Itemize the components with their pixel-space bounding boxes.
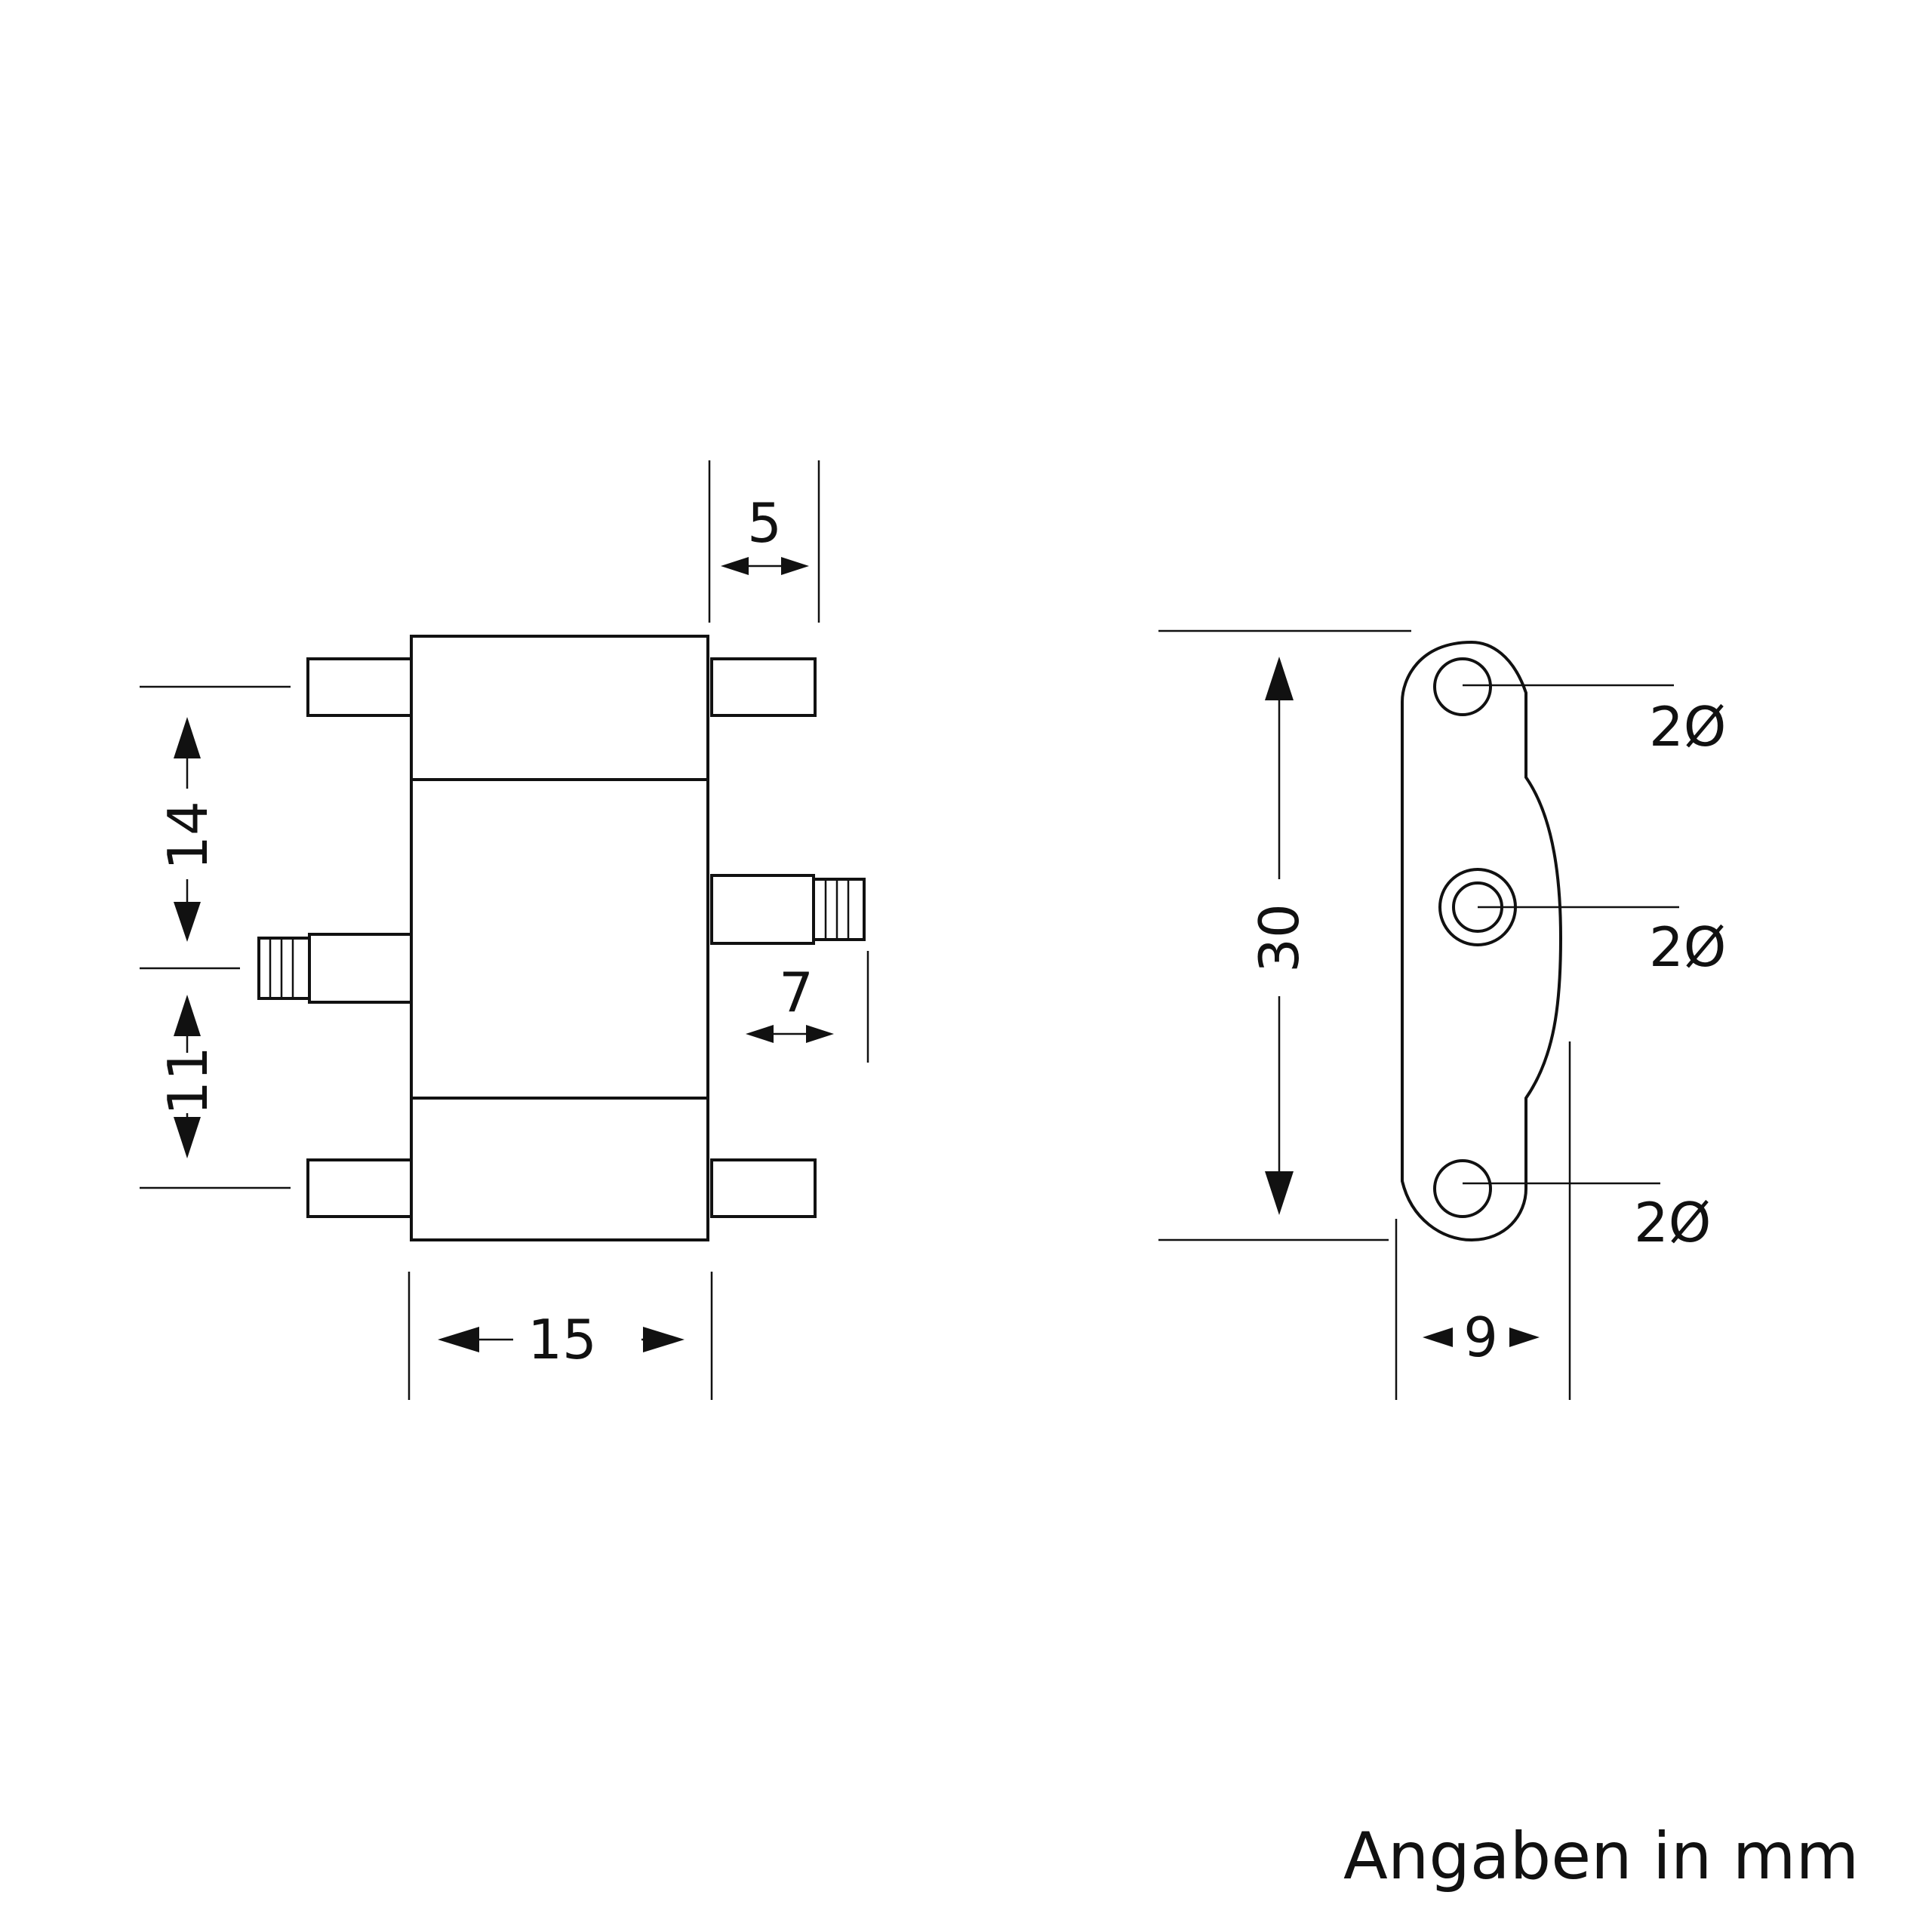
depth-dimension: 9	[1395, 1041, 1571, 1400]
units-note: Angaben in mm	[1343, 1819, 1860, 1894]
bottom-hole	[1433, 1159, 1492, 1218]
height-dimension: 30	[1158, 629, 1411, 1241]
tip-length-dimension: 7	[746, 951, 869, 1063]
middle-hole-label: 2Ø	[1649, 915, 1726, 979]
tip-length-label: 7	[779, 961, 814, 1024]
depth-label: 9	[1463, 1306, 1498, 1369]
front-view: 15 5 7 14	[140, 460, 869, 1400]
width-label: 15	[528, 1308, 597, 1371]
pin-length-label: 5	[747, 491, 782, 555]
height-label: 30	[1247, 903, 1311, 973]
lower-spacing-label: 11	[156, 1046, 220, 1115]
top-hole-label: 2Ø	[1649, 695, 1726, 758]
pin-length-dimension: 5	[708, 460, 820, 623]
width-dimension: 15	[408, 1272, 713, 1400]
right-top-pin	[710, 657, 817, 717]
bottom-hole-label: 2Ø	[1634, 1191, 1711, 1254]
right-bottom-pin	[710, 1158, 817, 1218]
side-profile	[1401, 640, 1563, 1242]
side-view: 2Ø 2Ø 2Ø 30 9	[1158, 629, 1726, 1400]
left-bottom-pin	[306, 1158, 413, 1218]
connector-body	[410, 635, 709, 1241]
right-middle-pin	[710, 874, 866, 945]
top-hole	[1433, 657, 1492, 716]
left-top-pin	[306, 657, 413, 717]
left-middle-pin	[257, 933, 413, 1004]
upper-spacing-label: 14	[156, 801, 220, 870]
spacing-dimensions: 14 11	[140, 685, 291, 1189]
